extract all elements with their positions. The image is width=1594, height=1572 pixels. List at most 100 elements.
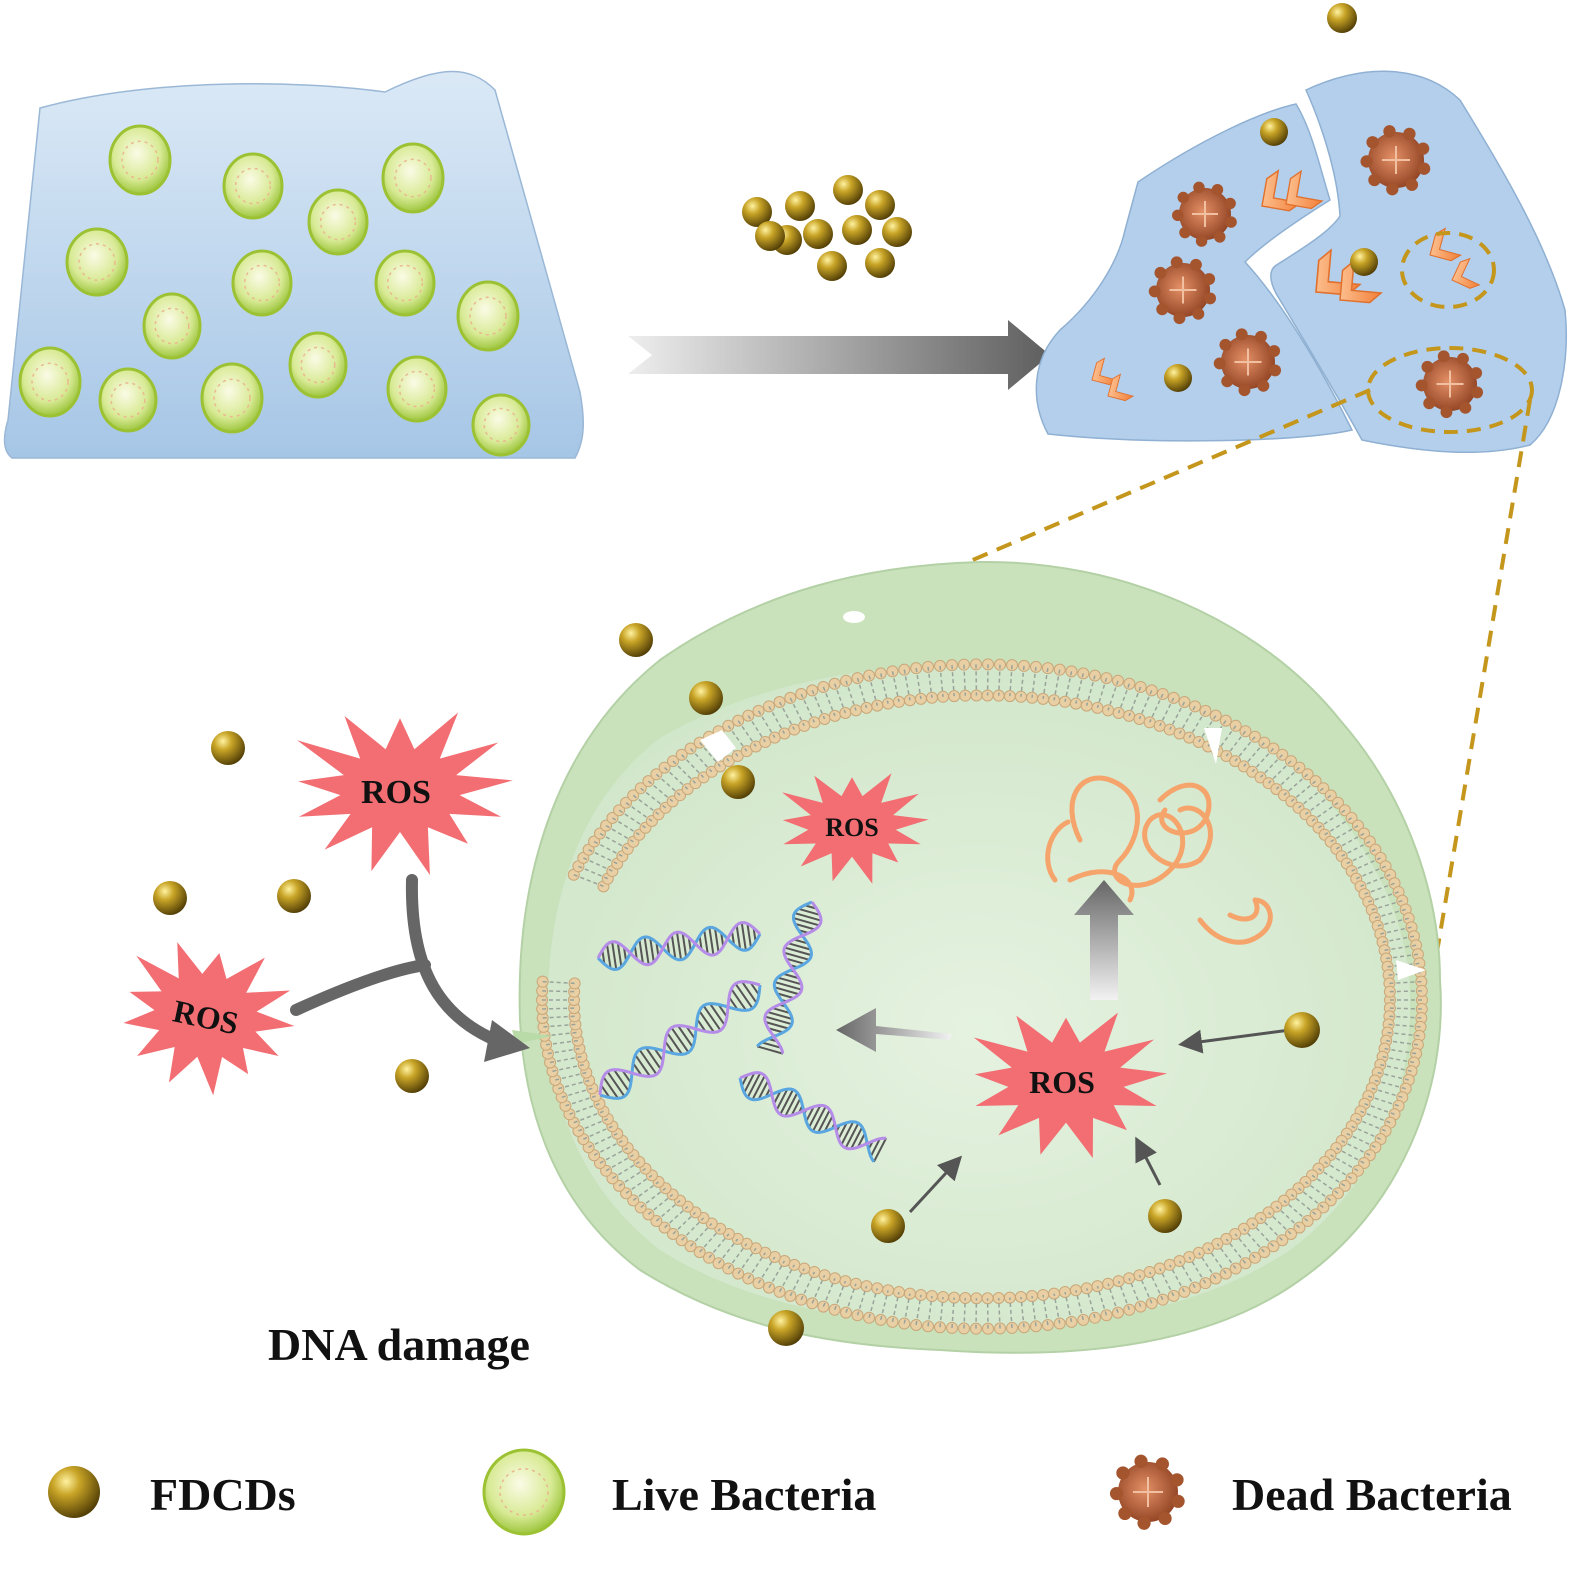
- legend-item-fdcd: FDCDs: [48, 1466, 296, 1520]
- fdcd-to-ros-arrow: [908, 1155, 963, 1214]
- lipid-tail: [681, 1217, 705, 1241]
- lipid-tail: [618, 809, 646, 829]
- legend-item-live-bacteria: Live Bacteria: [482, 1448, 876, 1536]
- lipid-tail: [588, 849, 618, 865]
- lipid-tail: [549, 1055, 582, 1064]
- lipid-tail: [1318, 1168, 1346, 1187]
- lipid-tail: [605, 1154, 634, 1172]
- lipid-tail: [1388, 1023, 1421, 1028]
- lipid-tail: [1259, 1217, 1283, 1241]
- lipid-tail: [1178, 1260, 1196, 1288]
- debris-fragment: [1451, 257, 1481, 289]
- lipid-tail: [1198, 1252, 1217, 1279]
- lipid-tail: [1330, 1154, 1359, 1172]
- fdcd-particle: [1284, 1012, 1320, 1048]
- fdcd-cluster: [742, 175, 912, 281]
- lipid-tail: [997, 664, 1001, 696]
- base-pair: [702, 1005, 722, 1031]
- base-pair: [777, 976, 802, 986]
- lipid-tail: [1389, 1015, 1422, 1019]
- lipid-tail: [1138, 690, 1153, 720]
- lipid-tail: [747, 1252, 766, 1279]
- lipid-tail: [605, 824, 634, 843]
- lipid-tail: [1085, 675, 1096, 706]
- base-pair: [740, 922, 747, 951]
- dead-bacterium: [1415, 350, 1484, 419]
- lipid-tail: [625, 802, 653, 822]
- lipid-tail: [561, 1087, 593, 1099]
- legend-item-dead-bacteria: Dead Bacteria: [1109, 1454, 1512, 1530]
- lipid-tail: [903, 669, 911, 701]
- dna-helix: [738, 1071, 887, 1163]
- lipid-tail: [569, 1103, 600, 1116]
- base-pair: [698, 1010, 715, 1033]
- base-pair: [600, 1084, 611, 1099]
- lipid-tail: [593, 840, 623, 857]
- base-pair: [764, 1015, 793, 1026]
- lipid-tail: [1311, 802, 1339, 822]
- lipid-tail: [1368, 1095, 1399, 1107]
- lipid-tail: [1298, 787, 1324, 809]
- dead-bacteria-icon: [1109, 1454, 1185, 1530]
- lipid-tail: [1225, 1238, 1247, 1264]
- base-pair: [616, 942, 623, 967]
- base-pair: [728, 996, 739, 1011]
- lipid-tail: [1053, 1293, 1061, 1324]
- lipid-tail: [1128, 686, 1142, 717]
- lipid-tail: [1298, 1187, 1324, 1209]
- fdcd-particle: [871, 1209, 905, 1243]
- lipid-tail: [747, 715, 766, 743]
- lipid-tail: [1042, 668, 1049, 699]
- dna-strand: [763, 901, 823, 1054]
- lipid-tail: [1216, 1243, 1237, 1269]
- lipid-tail: [1075, 1290, 1084, 1321]
- live-bacterium: [381, 142, 445, 214]
- fdcd-particle: [817, 251, 847, 281]
- debris-fragment: [1339, 259, 1383, 304]
- lipid-tail: [1096, 1285, 1108, 1316]
- dna-damage-label: DNA damage: [268, 1319, 530, 1370]
- lipid-tail: [542, 990, 575, 993]
- zoom-line-left: [967, 388, 1371, 564]
- dna-helix: [756, 900, 823, 1055]
- live-bacterium: [222, 152, 284, 220]
- lipid-tail: [822, 686, 836, 717]
- protein-damage-arrow: [1074, 880, 1134, 1000]
- membrane-pore: [1396, 960, 1426, 980]
- lipid-tail: [1207, 1247, 1227, 1275]
- lipid-tail: [647, 1193, 674, 1215]
- dna-strand: [599, 984, 762, 1100]
- lipid-tail: [1382, 1055, 1415, 1064]
- lipid-tail: [778, 1264, 795, 1293]
- base-pair: [775, 1088, 789, 1111]
- lipid-tail: [1275, 767, 1300, 790]
- lipid-tail: [1386, 1039, 1418, 1046]
- lipid-tail: [903, 1293, 911, 1324]
- lipid-tail: [1243, 742, 1265, 767]
- lipid-tail: [789, 697, 805, 727]
- lipid-tail: [1053, 669, 1061, 701]
- base-pair: [798, 907, 821, 916]
- lipid-tail: [1283, 1200, 1309, 1222]
- lipid-tail: [1148, 1271, 1164, 1300]
- lipid-tail: [708, 1233, 730, 1259]
- lipid-tail: [1009, 665, 1013, 697]
- lipid-tail: [544, 1031, 577, 1037]
- lipid-tail: [1371, 899, 1403, 911]
- fdcd-particle: [689, 681, 723, 715]
- lipid-tail: [1364, 882, 1395, 895]
- lipid-tail: [583, 857, 613, 872]
- live-bacterium: [471, 393, 531, 457]
- lipid-tail: [1374, 1079, 1406, 1090]
- lipid-tail: [1117, 1280, 1131, 1310]
- dna-helix: [596, 921, 762, 971]
- fdcd-icon: [48, 1466, 100, 1518]
- lipid-tail: [757, 1256, 776, 1284]
- lipid-tail: [1311, 1174, 1339, 1194]
- lipid-tail: [618, 1168, 646, 1187]
- base-pair: [746, 923, 752, 948]
- dna-damage-arrow: [836, 1008, 952, 1052]
- lipid-tail: [1243, 1228, 1265, 1253]
- lipid-tail: [1064, 671, 1073, 702]
- lipid-tail: [1368, 891, 1399, 903]
